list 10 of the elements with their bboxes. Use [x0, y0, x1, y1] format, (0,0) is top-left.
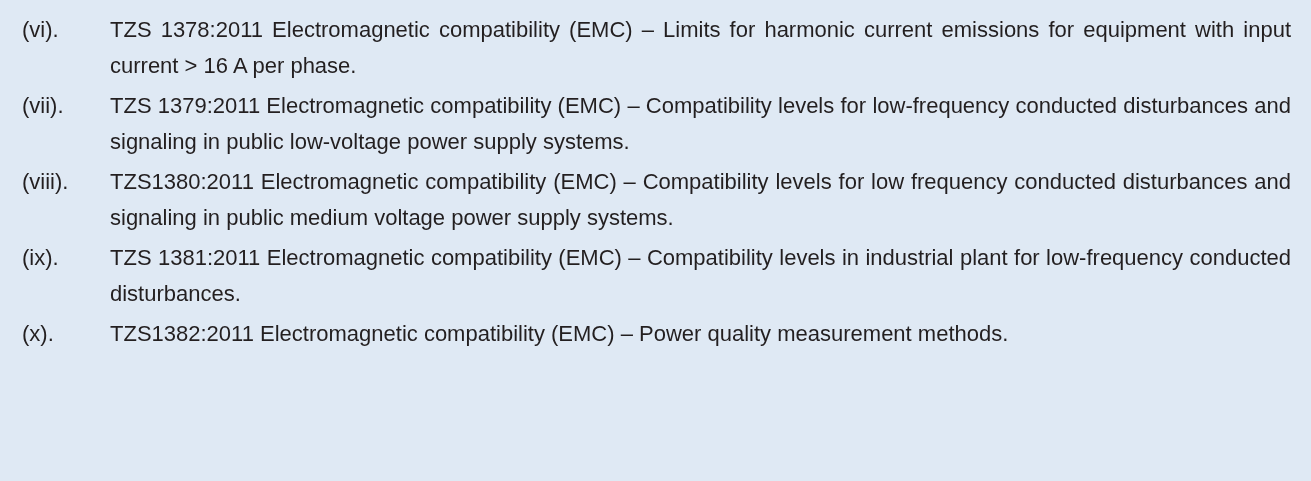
standard-entry: TZS1382:2011 Electromagnetic compatibility (EMC) – Power quality measurement methods.	[110, 320, 1010, 348]
item-number: (vii).	[22, 92, 65, 120]
item-number: (viii).	[22, 168, 70, 196]
standard-entry: TZS 1378:2011 Electromagnetic compatibility (EMC) – Limits for harmonic current emissions for equipment with input current > 16 A per phase.	[110, 16, 1291, 80]
item-number: (ix).	[22, 244, 60, 272]
standard-entry: TZS 1381:2011 Electromagnetic compatibility (EMC) – Compatibility levels in industrial plant for low-frequency conducted disturbances.	[110, 244, 1291, 308]
standard-entry: TZS1380:2011 Electromagnetic compatibility (EMC) – Compatibility levels for low frequency conducted disturbances and signaling in public medium voltage power supply systems.	[110, 168, 1291, 232]
item-number: (x).	[22, 320, 55, 348]
standard-entry: TZS 1379:2011 Electromagnetic compatibility (EMC) – Compatibility levels for low-frequency conducted disturbances and signaling in public low-voltage power supply systems.	[110, 92, 1291, 156]
item-number: (vi).	[22, 16, 60, 44]
